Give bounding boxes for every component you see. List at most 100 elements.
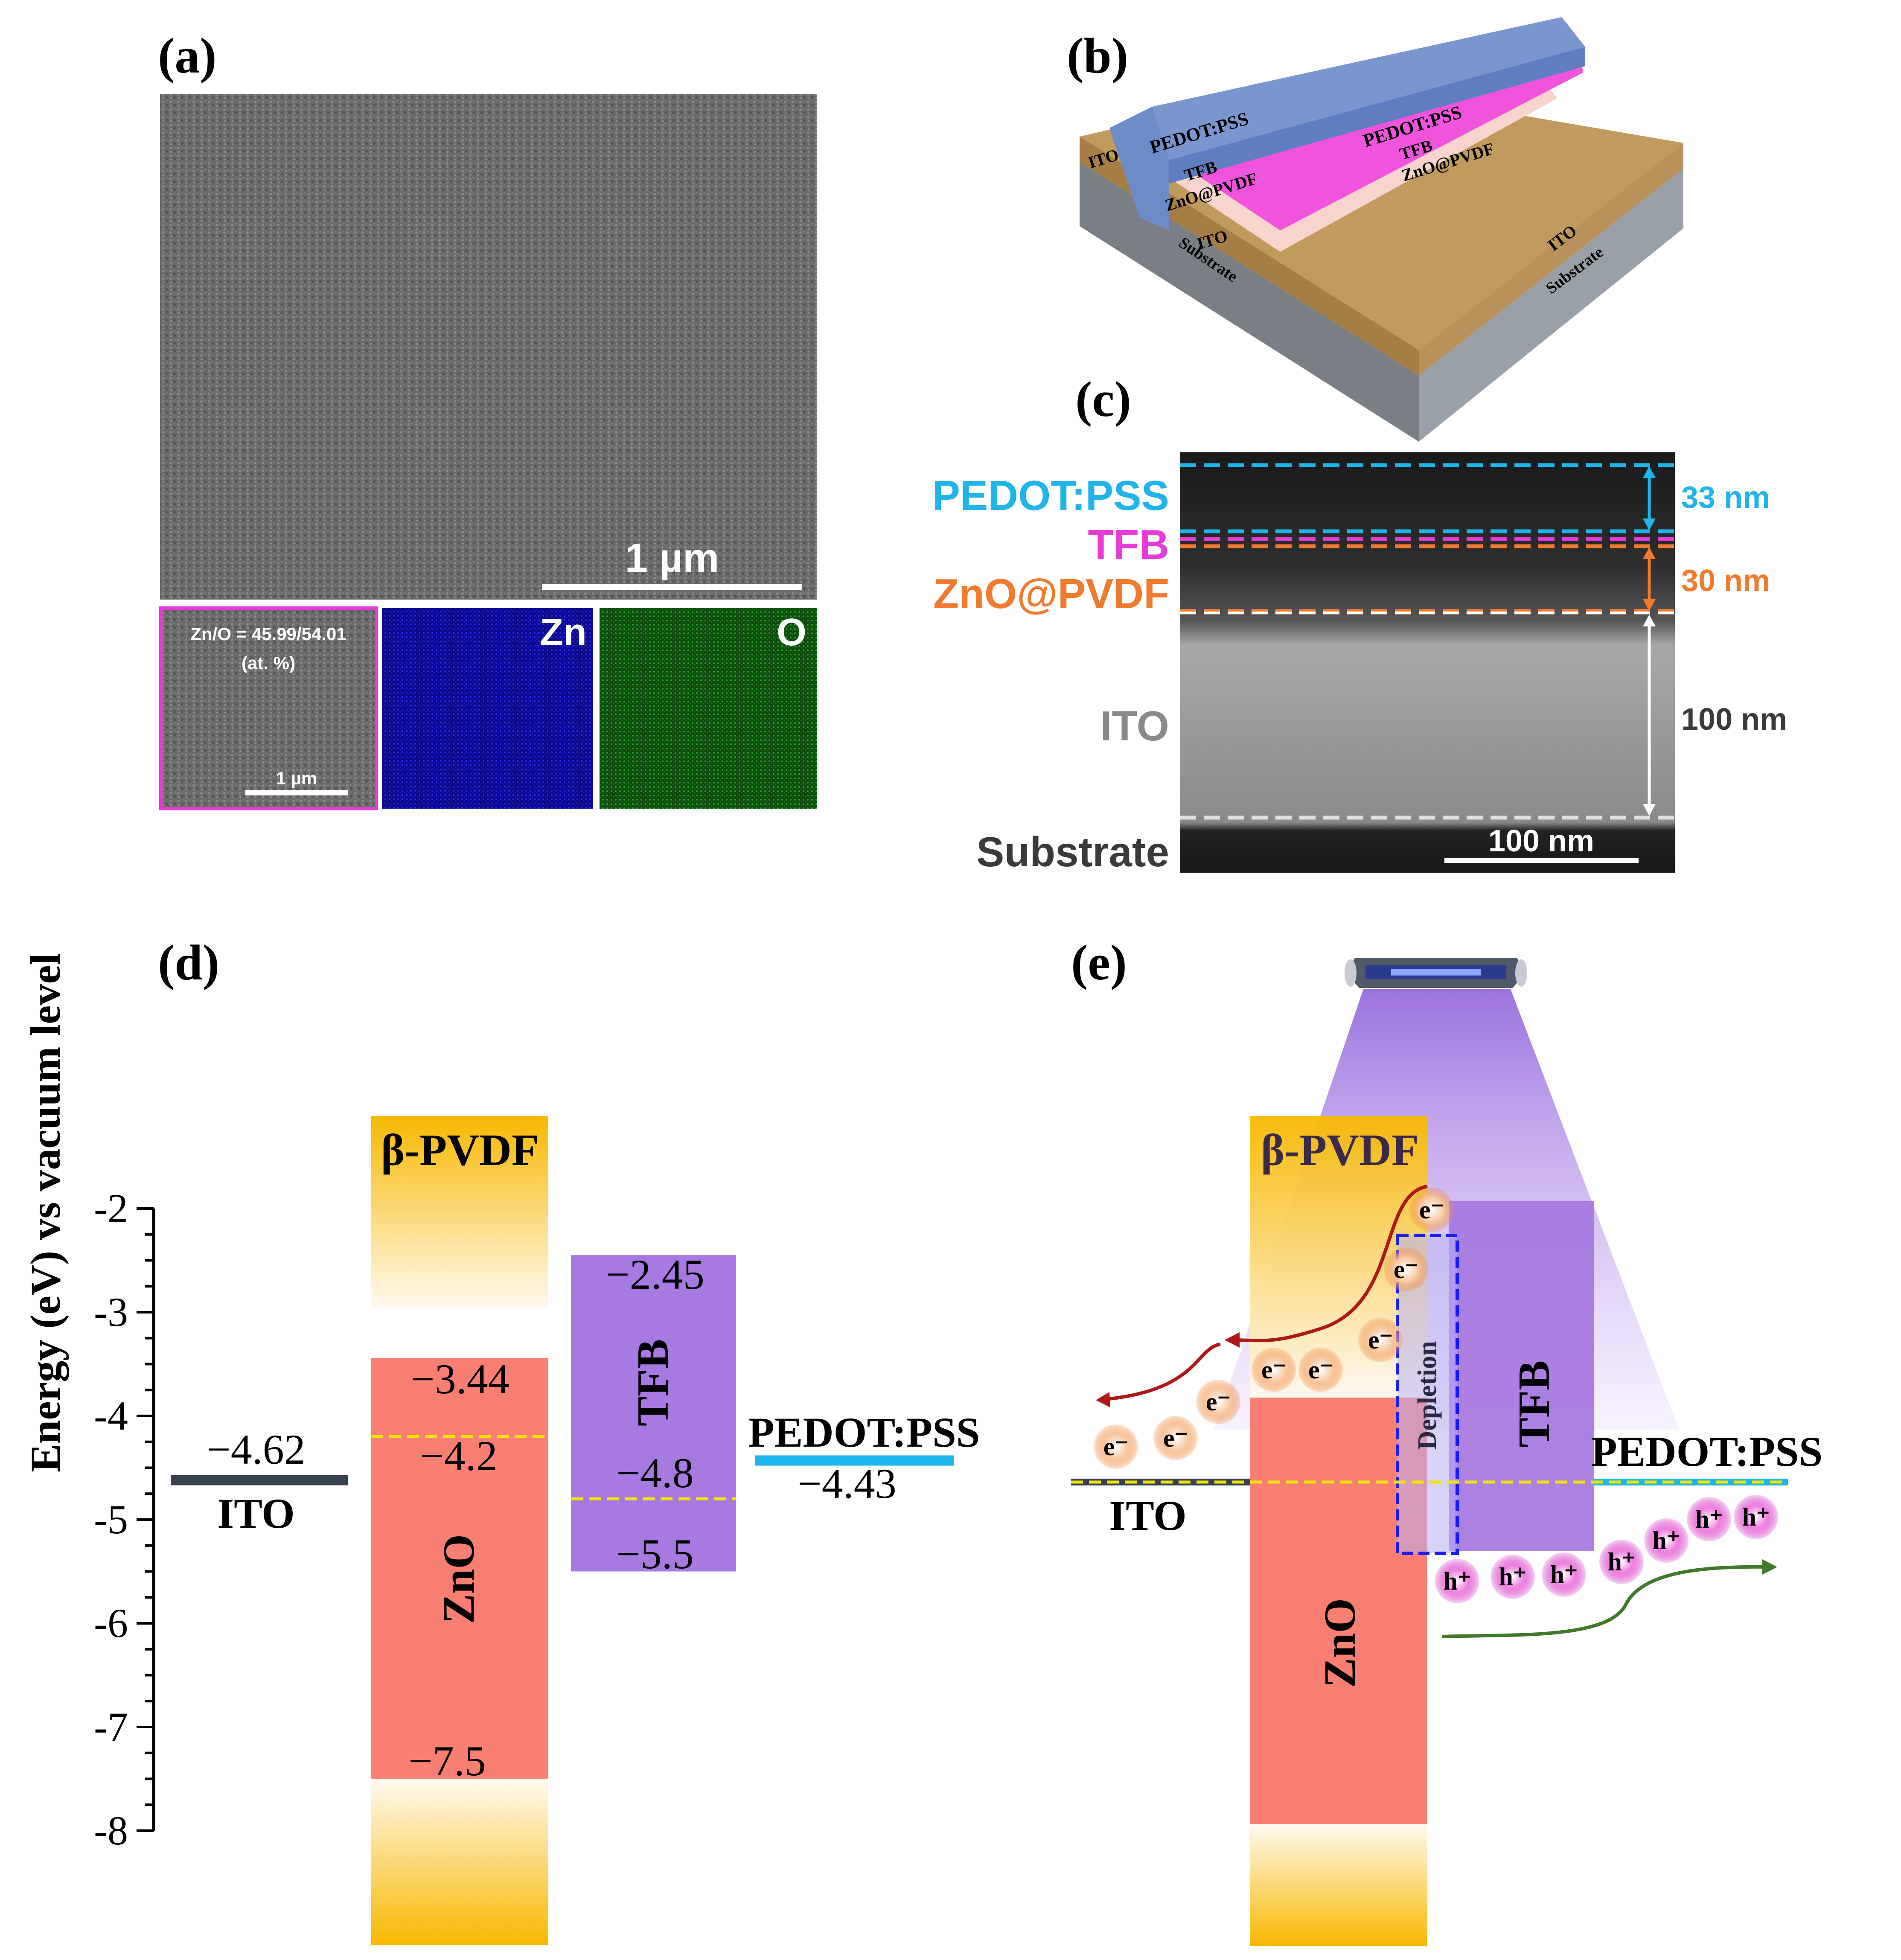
c-label-ito: ITO [1100, 702, 1169, 749]
pedot-layer-top [1152, 17, 1585, 160]
electron-marker-glow [1153, 1416, 1198, 1460]
e-pedot-label: PEDOT:PSS [1591, 1428, 1823, 1475]
uv-lamp-icon [1345, 958, 1527, 988]
o-map [600, 608, 817, 809]
panel-b-label: (b) [1067, 28, 1128, 84]
y-tick-label: -5 [94, 1497, 128, 1542]
hole-marker-glow [1599, 1540, 1644, 1584]
carriers: e⁻e⁻e⁻e⁻e⁻e⁻e⁻e⁻h⁺h⁺h⁺h⁺h⁺h⁺h⁺ [1094, 1188, 1778, 1603]
electron-marker: e⁻ [1163, 1424, 1188, 1452]
hole-marker-glow [1435, 1559, 1479, 1603]
y-tick-label: -8 [94, 1808, 128, 1853]
tem-scale-label: 100 nm [1488, 824, 1594, 858]
y-tick-label: -4 [94, 1393, 128, 1439]
electron-marker-glow [1252, 1348, 1296, 1392]
e-pvdf-label: β-PVDF [1261, 1125, 1419, 1175]
pedot-layer-front [1169, 47, 1585, 183]
ito-slab-front-right [1419, 143, 1683, 376]
y-tick-label: -6 [94, 1600, 128, 1646]
d-tfb-name: TFB [628, 1339, 678, 1426]
d-pedot-value: −4.43 [798, 1460, 896, 1507]
substrate-front-right [1419, 169, 1683, 442]
hole-flow-arrowhead [1762, 1559, 1777, 1575]
panel-d: (d) Energy (eV) vs vacuum level -2-3-4-5… [22, 935, 980, 1945]
hole-marker: h⁺ [1695, 1505, 1723, 1533]
zn-map-label: Zn [540, 611, 587, 654]
e-ito-label: ITO [1109, 1492, 1187, 1539]
hole-marker-glow [1491, 1555, 1535, 1599]
ito-arrow-head-bottom [1643, 804, 1656, 816]
panel-b: (b) PEDOT:PSS TFB ZnO@PVDF ITO ITO Subst… [1067, 17, 1683, 442]
zno-band [371, 1357, 548, 1779]
hole-marker-glow [1687, 1497, 1731, 1541]
panel-a: (a) 1 µm Zn/O = 45.99/54.01 (at. %) 1 µm… [158, 28, 817, 810]
pedot-arrow-head-top [1643, 466, 1656, 478]
hole-marker: h⁺ [1652, 1526, 1680, 1555]
inset-ratio: Zn/O = 45.99/54.01 [190, 624, 346, 644]
c-label-tfb: TFB [1088, 521, 1170, 568]
electron-marker-glow [1409, 1188, 1454, 1232]
c-label-substrate: Substrate [976, 828, 1169, 875]
inset-scale-label: 1 µm [276, 768, 317, 788]
electron-flow-arrow [1229, 1185, 1428, 1343]
electron-marker-glow [1358, 1318, 1403, 1362]
d-ito-value: −4.62 [207, 1426, 305, 1473]
electron-marker: e⁻ [1103, 1433, 1128, 1461]
zno-thickness: 30 nm [1681, 564, 1770, 598]
electron-marker: e⁻ [1206, 1388, 1231, 1416]
d-tfb-lumo-value: −2.45 [606, 1251, 704, 1298]
tem-image [1180, 452, 1675, 873]
y-tick-label: -7 [94, 1704, 128, 1750]
hole-marker-glow [1542, 1552, 1586, 1597]
hole-marker: h⁺ [1443, 1567, 1471, 1595]
d-tfb-homo-value: −5.5 [616, 1530, 693, 1578]
panel-c-label: (c) [1075, 371, 1131, 427]
zn-map [382, 608, 593, 809]
hole-marker: h⁺ [1742, 1503, 1770, 1531]
panel-a-label: (a) [158, 28, 217, 84]
d-pvdf-label: β-PVDF [381, 1125, 539, 1175]
e-zno-label: ZnO [1315, 1598, 1365, 1688]
zno-arrow-head-bottom [1643, 599, 1656, 611]
hole-flow-arrow [1442, 1565, 1771, 1638]
pedot-thickness: 33 nm [1681, 481, 1770, 515]
sem-image [160, 94, 817, 600]
d-zno-name: ZnO [434, 1534, 483, 1624]
panel-c: (c) PEDOT:PSS TFB ZnO@PVDF ITO Substrate… [932, 371, 1787, 875]
electron-marker: e⁻ [1368, 1326, 1393, 1354]
c-label-zno: ZnO@PVDF [933, 570, 1169, 617]
pedot-arrow-head-bottom [1643, 518, 1656, 530]
electron-marker: e⁻ [1419, 1196, 1444, 1224]
e-depletion-label: Depletion [1413, 1341, 1442, 1450]
d-tfb-fermi-value: −4.8 [616, 1449, 693, 1497]
e-tfb-label: TFB [1509, 1360, 1559, 1447]
electron-marker-glow [1384, 1247, 1428, 1292]
y-tick-label: -3 [94, 1289, 128, 1335]
o-map-label: O [777, 611, 806, 654]
electron-marker: e⁻ [1394, 1255, 1418, 1284]
electron-flow-arrow-2 [1100, 1343, 1221, 1401]
ito-arrow-head-top [1643, 615, 1656, 626]
y-tick-label: -2 [94, 1185, 128, 1231]
pvdf-band-bottom [371, 1779, 548, 1945]
c-label-pedot: PEDOT:PSS [932, 472, 1169, 519]
hole-marker: h⁺ [1499, 1563, 1526, 1591]
electron-flow-arrowhead [1225, 1332, 1240, 1348]
panel-e: (e) Depletion β-PVDF ZnO TFB ITO PEDOT:P… [1071, 935, 1822, 1946]
hole-marker: h⁺ [1550, 1561, 1578, 1589]
substrate-front-left [1080, 162, 1419, 442]
zno-arrow-head-top [1643, 547, 1656, 559]
tem-scale-bar [1444, 858, 1639, 863]
electron-marker-glow [1196, 1380, 1240, 1424]
panel-e-label: (e) [1071, 935, 1127, 990]
d-zno-fermi-value: −4.2 [420, 1432, 497, 1479]
inset-scale-bar [245, 790, 348, 795]
electron-flow-arrowhead-2 [1096, 1392, 1110, 1407]
d-zno-vb-value: −7.5 [408, 1737, 486, 1785]
hole-marker: h⁺ [1607, 1548, 1635, 1576]
panel-d-label: (d) [158, 935, 219, 990]
d-y-ticks: -2 -3 -4 -5 -6 -7 -8 [94, 1185, 154, 1853]
e-tfb-band [1449, 1201, 1594, 1551]
tfb-band [571, 1255, 736, 1572]
